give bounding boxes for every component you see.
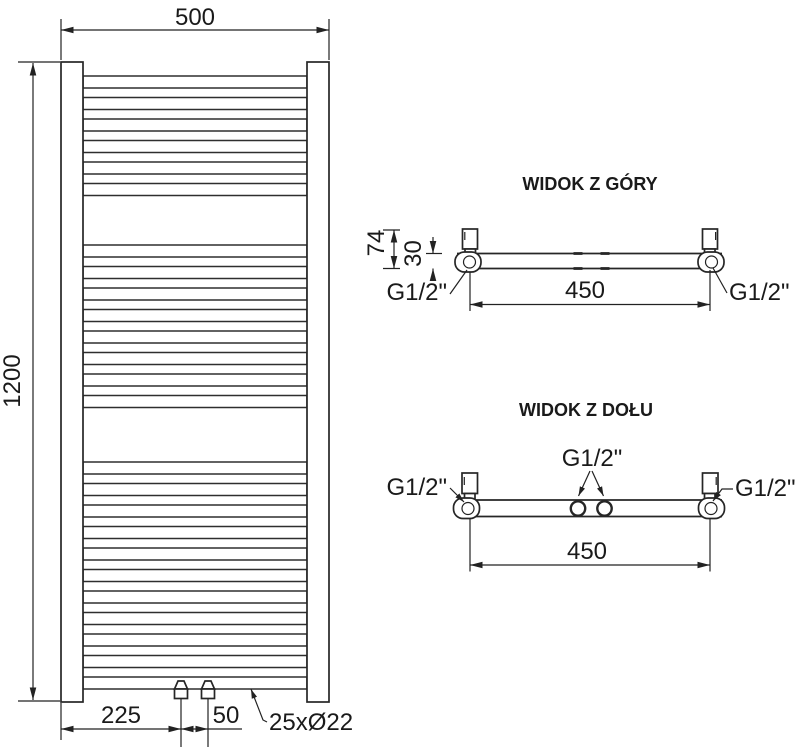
valve-connection-left (173, 680, 189, 747)
heating-tube (82, 611, 308, 626)
heating-tube (82, 547, 308, 561)
top-view: WIDOK Z GÓRY 74 (363, 173, 790, 311)
heating-tube (82, 504, 308, 518)
leader-line (712, 267, 728, 294)
span-dimension-label: 450 (567, 538, 607, 565)
connection-label: G1/2" (729, 279, 790, 306)
heating-tube (82, 287, 308, 301)
center-connection-port-left (569, 500, 587, 517)
connection-label: G1/2" (735, 475, 796, 502)
tube-spec-callout: 25xØ22 (250, 688, 353, 736)
connection-port-right (704, 255, 719, 269)
bottom-view-dimension-span-450: 450 (469, 518, 711, 572)
width-dimension-label: 500 (175, 4, 215, 31)
bottom-view-left-connection-callout: G1/2" (386, 474, 465, 503)
heating-tube (82, 244, 308, 258)
valve-connection-right (200, 680, 216, 747)
dimension-width-500: 500 (60, 4, 330, 60)
end-cap-left (454, 251, 482, 273)
connection-label: G1/2" (386, 279, 447, 306)
heating-tube (82, 118, 308, 132)
heating-tube (82, 75, 308, 89)
heating-tube (82, 676, 308, 690)
end-cap-right (697, 497, 726, 520)
valve-body (173, 688, 189, 700)
dimension-depth-74: 74 (363, 229, 400, 270)
tube-spec-label: 25xØ22 (269, 709, 353, 736)
heating-tube (82, 525, 308, 540)
heating-tube (82, 161, 308, 175)
wall-bracket-right (701, 472, 719, 501)
heating-tube (82, 461, 308, 475)
end-cap-right (697, 251, 725, 273)
leader-line (449, 487, 465, 503)
leader-line (712, 488, 733, 502)
right-collector-rail (306, 61, 330, 703)
end-cap-left (452, 497, 481, 520)
depth-dimension-label: 74 (363, 230, 390, 257)
dimension-collector-30: 30 (400, 237, 442, 281)
heating-tube (82, 654, 308, 669)
leader-line (577, 470, 591, 497)
valve-spacing-label: 50 (213, 702, 240, 729)
connection-port-left (461, 501, 475, 516)
connection-port-right (704, 501, 718, 516)
bottom-view: WIDOK Z DOŁU G1/2" (386, 400, 796, 572)
heating-tube (82, 394, 308, 409)
dimension-height-1200: 1200 (0, 61, 60, 702)
heating-tube (82, 182, 308, 197)
heating-tube (82, 308, 308, 323)
heating-tube (82, 633, 308, 647)
dimension-valve-offset-225: 225 (60, 702, 181, 740)
connection-port-left (462, 255, 477, 269)
left-collector-rail (60, 61, 84, 703)
tube-array (82, 75, 308, 690)
dimension-valve-spacing-50: 50 (181, 702, 242, 733)
bottom-view-center-connection-callout: G1/2" (562, 445, 623, 497)
heating-tube (82, 139, 308, 154)
leader-line (449, 269, 468, 295)
heating-tube (82, 568, 308, 583)
heating-tube (82, 96, 308, 111)
heating-tube (82, 590, 308, 604)
bottom-view-title: WIDOK Z DOŁU (519, 400, 653, 420)
front-view: 500 1200 225 (0, 4, 353, 747)
wall-bracket-left (461, 228, 479, 255)
leader-line (250, 688, 268, 723)
top-view-title: WIDOK Z GÓRY (522, 173, 657, 194)
collector-dimension-label: 30 (400, 240, 427, 267)
heating-tube (82, 373, 308, 387)
bottom-view-right-connection-callout: G1/2" (712, 475, 796, 502)
top-view-left-connection-callout: G1/2" (386, 269, 468, 306)
heating-tube (82, 330, 308, 344)
center-connection-port-right (596, 500, 613, 517)
wall-bracket-right (701, 228, 719, 255)
wall-bracket-left (461, 472, 479, 501)
connection-label: G1/2" (562, 445, 623, 472)
top-view-right-connection-callout: G1/2" (712, 267, 790, 306)
heating-tube (82, 482, 308, 497)
span-dimension-label: 450 (565, 277, 605, 304)
top-view-dimension-span-450: 450 (469, 270, 711, 311)
valve-body (200, 688, 216, 700)
connection-label: G1/2" (386, 474, 447, 501)
heating-tube (82, 265, 308, 280)
heating-tube (82, 351, 308, 366)
leader-line (591, 470, 605, 497)
height-dimension-label: 1200 (0, 354, 26, 407)
valve-offset-label: 225 (101, 702, 141, 729)
